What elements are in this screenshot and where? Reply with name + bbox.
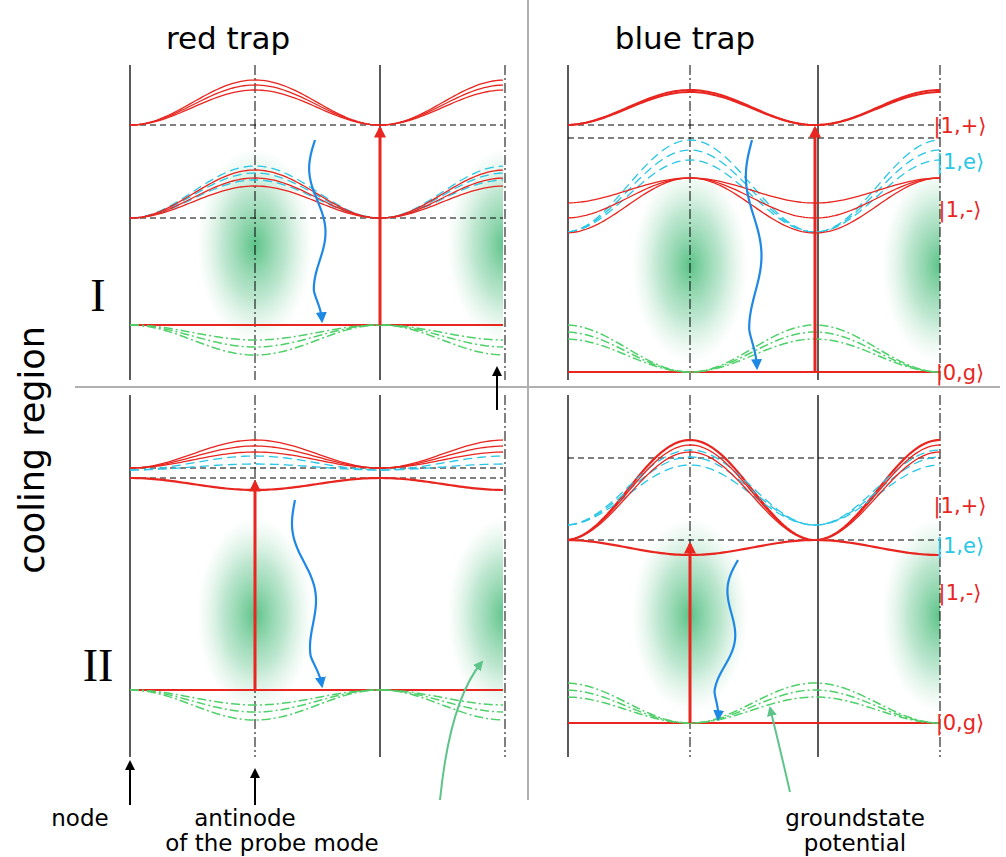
atom-cloud [632, 517, 940, 713]
state-label: |1,e⟩ [936, 536, 984, 557]
dressed-state-plus [130, 80, 503, 125]
antinode-line [690, 395, 691, 757]
decay-arrow [715, 560, 738, 719]
ground-level [568, 722, 940, 724]
energy-level-dashed [130, 478, 503, 479]
separator [75, 386, 1000, 388]
state-label: |1,-⟩ [939, 583, 982, 604]
node-line [817, 395, 818, 757]
antinode-line [940, 65, 941, 380]
node-line [379, 65, 380, 380]
dressed-state-minus [568, 178, 940, 218]
excitation-arrow [379, 128, 382, 325]
excited-state [568, 160, 940, 232]
ground-level [568, 371, 940, 373]
pointer-arrow [254, 770, 256, 805]
state-label: |1,+⟩ [934, 496, 987, 517]
pointer-arrow [770, 708, 790, 792]
groundstate-potential [568, 690, 940, 723]
dressed-state-minus [130, 186, 503, 218]
energy-level-dashed [568, 125, 940, 126]
region-number: I [90, 273, 105, 319]
energy-level-dashed [568, 458, 940, 459]
dressed-state-plus [130, 452, 503, 468]
atom-density [882, 517, 940, 713]
atom-cloud [632, 167, 940, 363]
energy-level-dashed [130, 125, 503, 126]
ground-level [130, 689, 503, 691]
node-line [379, 395, 380, 757]
dressed-state-plus [568, 90, 940, 125]
atom-density [447, 517, 503, 713]
pointer-arrow [496, 368, 498, 410]
excited-state [568, 450, 940, 525]
excited-state [130, 166, 503, 218]
decay-arrow [746, 140, 762, 368]
antinode-line [505, 65, 506, 380]
excited-state [130, 464, 503, 470]
antinode-line [255, 65, 256, 380]
dressed-state-plus [130, 90, 503, 125]
annotation: of the probe mode [165, 832, 378, 855]
ground-level [130, 324, 503, 326]
column-heading: blue trap [615, 23, 755, 54]
antinode-line [690, 65, 691, 380]
dressed-state-plus [130, 85, 503, 125]
groundstate-potential [130, 690, 503, 712]
dressed-state-minus [568, 178, 940, 233]
state-label: |0,g⟩ [936, 713, 985, 734]
dressed-state [568, 452, 940, 540]
node-line [817, 65, 818, 380]
annotation: potential [804, 832, 906, 855]
state-label: |0,g⟩ [936, 363, 985, 384]
dressed-state-plus [568, 440, 940, 540]
node-line [129, 65, 130, 380]
pointer-arrow [129, 762, 131, 805]
row-heading: cooling region [15, 326, 50, 574]
state-label: |1,-⟩ [939, 200, 982, 221]
antinode-line [255, 395, 256, 757]
state-label: |1,e⟩ [936, 152, 984, 173]
excited-state [130, 456, 503, 470]
region-number: II [83, 643, 114, 689]
separator [527, 0, 529, 800]
antinode-line [505, 395, 506, 757]
pointer-arrow [440, 662, 482, 800]
annotation: node [51, 807, 108, 830]
column-heading: red trap [166, 23, 290, 54]
dressed-state [568, 445, 940, 540]
node-line [129, 395, 130, 757]
groundstate-potential [130, 325, 503, 347]
atom-cloud [197, 517, 503, 713]
atom-cloud [197, 147, 503, 343]
state-label: |1,+⟩ [934, 116, 987, 137]
node-line [567, 395, 568, 757]
groundstate-potential [130, 690, 503, 720]
energy-level-dashed [568, 540, 940, 541]
annotation: groundstate [785, 807, 925, 830]
decay-arrow [309, 140, 325, 321]
energy-level-dashed [568, 138, 940, 139]
decay-arrow [292, 500, 322, 686]
excitation-arrow [254, 482, 257, 690]
dressed-state-plus [568, 92, 940, 125]
energy-level-dashed [130, 218, 503, 219]
dressed-state-minus [568, 540, 940, 555]
dressed-state-minus [130, 170, 503, 218]
groundstate-potential [568, 339, 940, 372]
groundstate-potential [568, 697, 940, 723]
dressed-state-minus [130, 478, 503, 490]
excitation-arrow [814, 128, 817, 372]
groundstate-potential [568, 683, 940, 723]
excited-state [568, 457, 940, 525]
excitation-arrow [689, 544, 692, 723]
groundstate-potential [130, 325, 503, 355]
annotation: antinode [194, 807, 295, 830]
antinode-line [940, 395, 941, 757]
